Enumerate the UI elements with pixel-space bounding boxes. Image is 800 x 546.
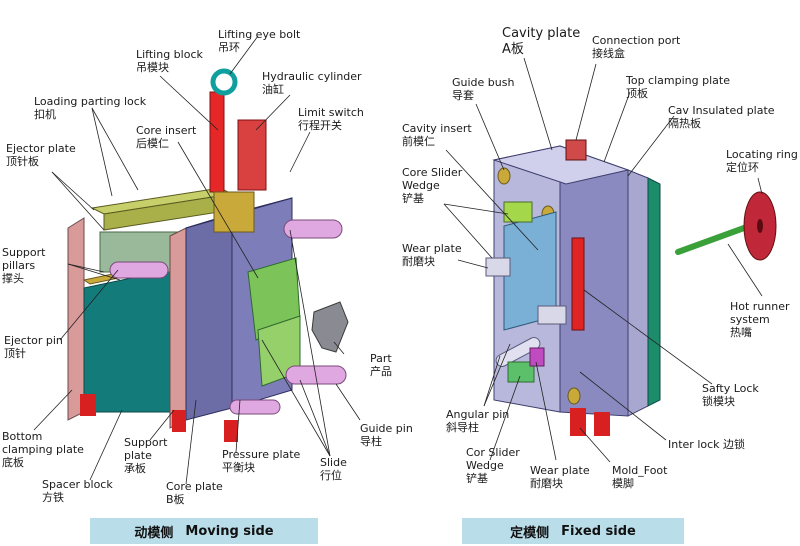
hot-runner-shape bbox=[675, 225, 747, 255]
moving-side-mold bbox=[67, 68, 349, 442]
cav-insulated-plate-shape bbox=[647, 177, 661, 407]
angular-pin-shape bbox=[495, 337, 541, 367]
guide-bush-1 bbox=[497, 167, 511, 185]
top-clamping-plate-shape bbox=[627, 169, 649, 417]
caption-fixed-en: Fixed side bbox=[561, 523, 636, 539]
guide-pin-1 bbox=[283, 219, 343, 239]
caption-moving-side: 动模侧 Moving side bbox=[90, 518, 318, 544]
support-plate-shape bbox=[169, 227, 187, 429]
connection-port-shape bbox=[565, 139, 587, 161]
core-slider-wedge-shape bbox=[503, 201, 533, 223]
caption-moving-en: Moving side bbox=[185, 523, 274, 539]
caption-moving-zh: 动模侧 bbox=[134, 525, 174, 541]
fixed-side-leaders bbox=[443, 57, 763, 463]
bottom-clamping-plate-shape bbox=[67, 217, 85, 421]
lifting-eye-bolt-shape bbox=[210, 68, 238, 96]
safty-lock-shape bbox=[571, 237, 585, 331]
spacer-block-shape bbox=[83, 269, 171, 413]
ejector-pin-shape bbox=[109, 261, 169, 279]
caption-fixed-side: 定模侧 Fixed side bbox=[462, 518, 684, 544]
cor-slider-wedge-shape bbox=[507, 361, 535, 383]
moving-side-leaders bbox=[33, 35, 361, 485]
part-shape bbox=[311, 301, 349, 353]
core-plate-shape bbox=[185, 213, 233, 421]
lifting-block-shape bbox=[209, 91, 225, 193]
label-inter-lock: Inter lock 边锁 bbox=[668, 438, 746, 451]
caption-fixed-zh: 定模侧 bbox=[510, 525, 550, 541]
fixed-side-mold bbox=[485, 139, 777, 436]
wear-plate-bottom-shape bbox=[529, 347, 545, 367]
